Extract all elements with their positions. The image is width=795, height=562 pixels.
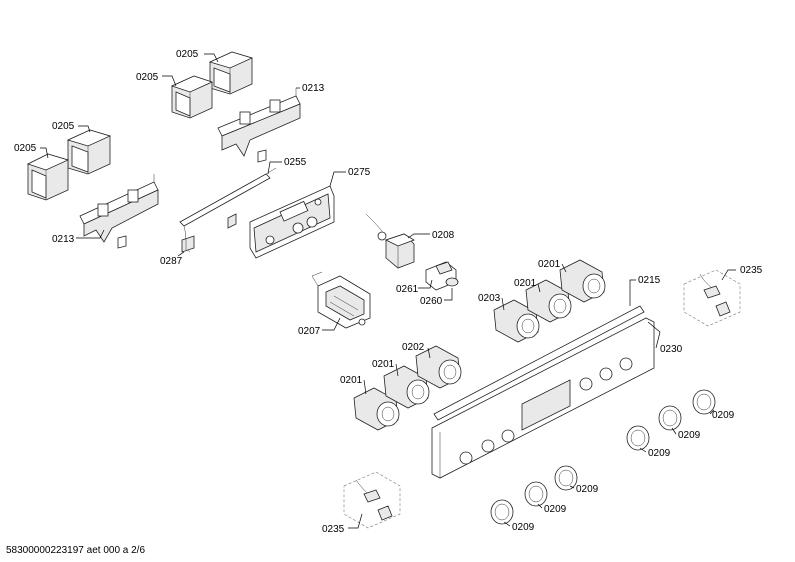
rotary-switch-0201-upper-a bbox=[525, 279, 572, 323]
label-0205-d: 0205 bbox=[14, 143, 37, 154]
leader-lines bbox=[40, 53, 736, 529]
label-0235-b: 0235 bbox=[322, 524, 345, 535]
document-reference: 58300000223197 aet 000 a 2/6 bbox=[6, 545, 145, 556]
knob-ring-0209-a bbox=[692, 389, 716, 415]
lamp-assembly-0235-upper bbox=[683, 269, 741, 327]
label-0201-c: 0201 bbox=[514, 278, 537, 289]
label-0287: 0287 bbox=[160, 256, 183, 267]
label-0275: 0275 bbox=[348, 167, 371, 178]
label-0202: 0202 bbox=[402, 342, 425, 353]
label-0209-c: 0209 bbox=[648, 448, 671, 459]
rotary-switch-0201-lower-a bbox=[353, 387, 400, 431]
label-0209-b: 0209 bbox=[678, 430, 701, 441]
label-0209-a: 0209 bbox=[712, 410, 735, 421]
label-0213-b: 0213 bbox=[52, 234, 75, 245]
cable-harness-0255 bbox=[179, 167, 277, 253]
label-0235-a: 0235 bbox=[740, 265, 763, 276]
control-module-0275 bbox=[249, 185, 335, 259]
relay-box-0205-lower-left bbox=[26, 153, 70, 201]
rotary-switch-0202 bbox=[415, 345, 462, 389]
relay-box-0205-upper-right bbox=[208, 51, 254, 95]
label-0255: 0255 bbox=[284, 157, 307, 168]
relay-box-0205-lower-right bbox=[66, 129, 112, 175]
label-0201-b: 0201 bbox=[372, 359, 395, 370]
knob-ring-0209-d bbox=[554, 465, 578, 491]
connector-0287 bbox=[181, 235, 195, 253]
label-0205-b: 0205 bbox=[136, 72, 159, 83]
label-0201-d: 0201 bbox=[538, 259, 561, 270]
relay-box-0205-upper-left bbox=[170, 75, 214, 119]
lamp-assembly-0235-lower bbox=[343, 471, 401, 529]
label-0260: 0260 bbox=[420, 296, 443, 307]
thermostat-0208 bbox=[365, 213, 415, 269]
label-0230: 0230 bbox=[660, 344, 683, 355]
label-0208: 0208 bbox=[432, 230, 455, 241]
label-0205-a: 0205 bbox=[176, 49, 199, 60]
label-0201-a: 0201 bbox=[340, 375, 363, 386]
trim-strip-0215 bbox=[433, 305, 645, 421]
selector-switch-0207 bbox=[311, 271, 371, 329]
rotary-switch-0201-upper-b bbox=[559, 259, 606, 303]
label-0209-d: 0209 bbox=[576, 484, 599, 495]
switch-knob-0260 bbox=[445, 277, 459, 287]
label-0215: 0215 bbox=[638, 275, 661, 286]
knob-ring-0209-c bbox=[626, 425, 650, 451]
knob-ring-0209-f bbox=[490, 499, 514, 525]
knob-ring-0209-e bbox=[524, 481, 548, 507]
label-0261: 0261 bbox=[396, 284, 419, 295]
label-0209-e: 0209 bbox=[544, 504, 567, 515]
label-0207: 0207 bbox=[298, 326, 321, 337]
label-0203: 0203 bbox=[478, 293, 501, 304]
rotary-switch-0201-lower-b bbox=[383, 365, 430, 409]
bracket-0213-upper bbox=[217, 88, 301, 163]
label-0205-c: 0205 bbox=[52, 121, 75, 132]
knob-ring-0209-b bbox=[658, 405, 682, 431]
control-panel-0230 bbox=[431, 317, 655, 479]
label-0213-a: 0213 bbox=[302, 83, 325, 94]
label-0209-f: 0209 bbox=[512, 522, 535, 533]
rotary-switch-0203 bbox=[493, 299, 540, 343]
bracket-0213-lower bbox=[79, 174, 159, 249]
